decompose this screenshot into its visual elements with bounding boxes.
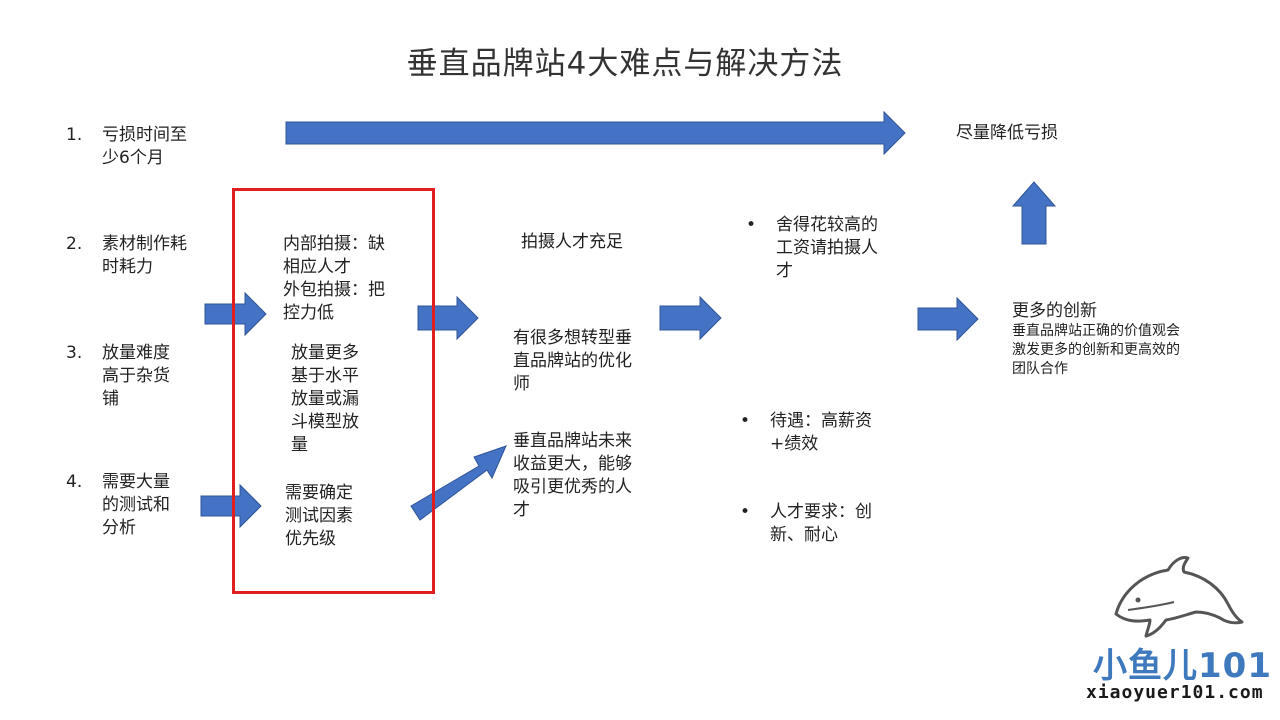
future-revenue-text: 垂直品牌站未来收益更大，能够 吸引更优秀的人才 [513,431,632,520]
requirement-bullet: 人才要求：创新、耐心 [740,501,1280,547]
optimizers-text: 有很多想转型垂直品牌站的优化师 [513,328,632,394]
innovation-title: 更多的创新 [1012,301,1097,321]
slide-title: 垂直品牌站4大难点与解决方法 [406,46,844,82]
testing-challenge-text: 需要确定测试因素优先级 [285,483,353,549]
long-right-arrow [285,110,906,156]
right-arrow-to-col4 [659,295,722,341]
problem-4-number: 4. [66,472,83,492]
logo-name: 小鱼儿101 [1093,646,1272,686]
dolphin-logo-icon [1114,556,1244,638]
innovation-description: 垂直品牌站正确的价值观会激发更多的创新和更高效的团队合作 [1012,323,1180,377]
right-arrow-to-material [204,291,267,337]
reduce-loss-text: 尽量降低亏损 [956,123,1058,143]
logo-url: xiaoyuer101.com [1086,682,1264,703]
material-challenge-text: 内部拍摄：缺相应人才 外包拍摄：把控力低 [283,234,385,323]
right-arrow-to-innovation [917,296,979,342]
highlight-box [232,188,435,594]
problem-4-text: 需要大量的测试和分析 [102,472,170,538]
talent-sufficient-text: 拍摄人才充足 [521,232,623,252]
problem-3-number: 3. [66,343,83,363]
salary-bullet: 待遇：高薪资+绩效 [740,410,1280,456]
problem-3-text: 放量难度高于杂货铺 [102,343,170,409]
problem-1-number: 1. [66,125,83,145]
problem-1-text: 亏损时间至少6个月 [102,125,187,168]
problem-2-number: 2. [66,234,83,254]
scaling-challenge-text: 放量更多基于水平 放量或漏斗模型放 量 [291,343,359,455]
right-arrow-to-testing [200,483,262,529]
problem-2-text: 素材制作耗时耗力 [102,234,187,277]
